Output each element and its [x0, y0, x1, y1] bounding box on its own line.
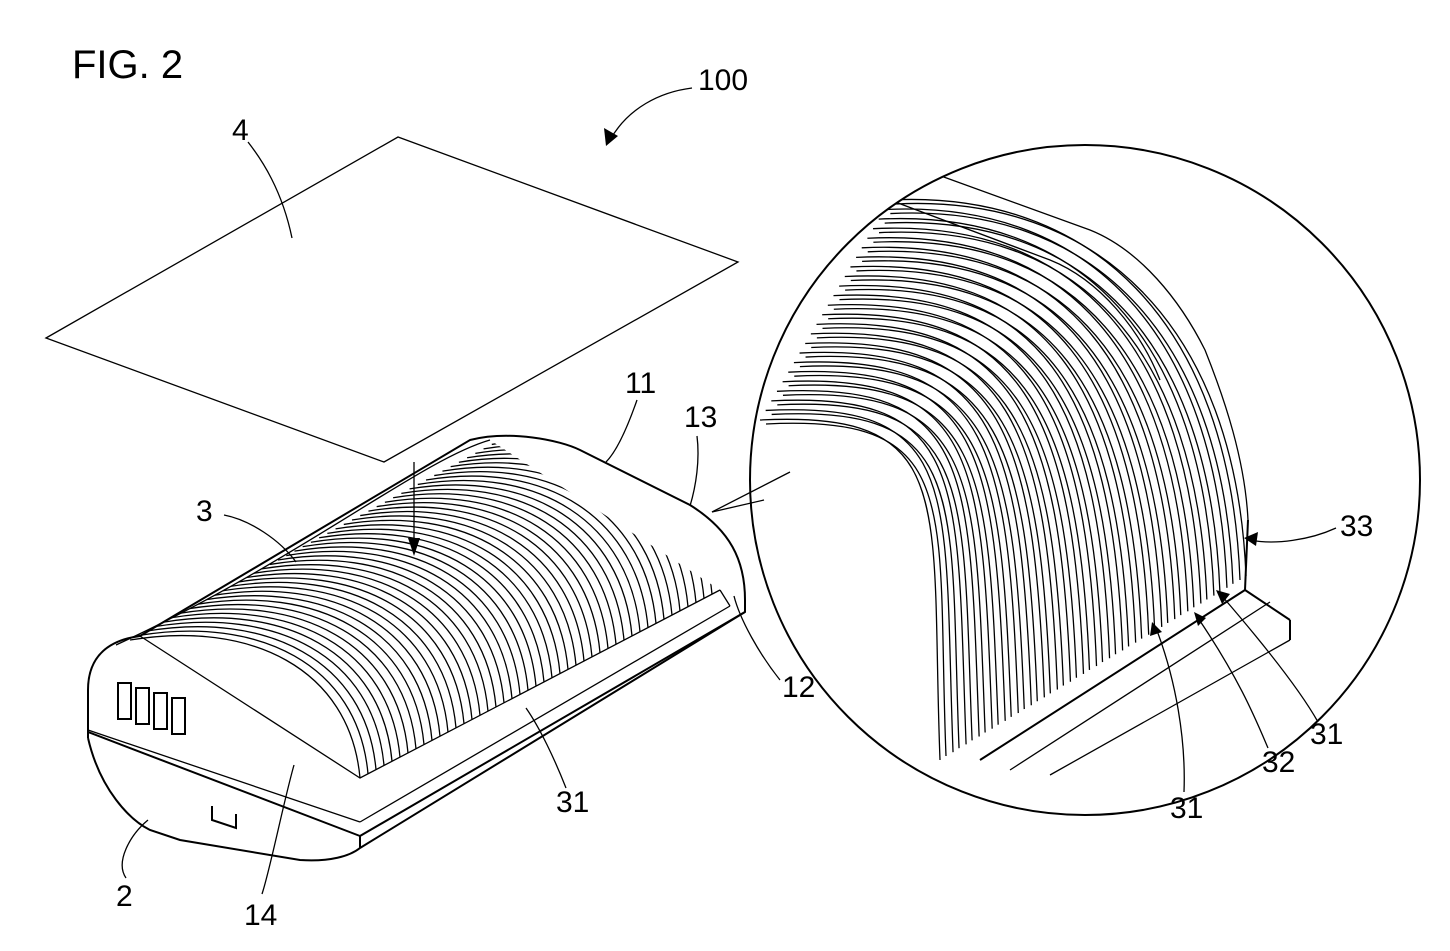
- detail-fin-line: [833, 295, 1109, 658]
- fin-line: [442, 467, 664, 619]
- label-31-main: 31: [556, 786, 589, 819]
- detail-fins: [760, 199, 1246, 760]
- assembly-callout: 100: [604, 64, 748, 146]
- label-100: 100: [698, 64, 748, 97]
- label-13: 13: [684, 401, 717, 434]
- leader-13: [690, 436, 698, 506]
- leader-14: [262, 765, 294, 894]
- leader-33: [1250, 528, 1336, 542]
- detail-fin-line-inner: [794, 375, 1011, 716]
- fin-line: [344, 520, 568, 669]
- fin-line: [303, 543, 528, 691]
- leader-4: [248, 142, 292, 238]
- fin-line: [459, 458, 680, 611]
- fin-line: [327, 529, 552, 677]
- fin-line: [410, 485, 632, 636]
- fin-line: [467, 454, 688, 607]
- terminal-slots: [118, 683, 185, 734]
- label-31-detail-a: 31: [1310, 718, 1343, 751]
- sheet-outline: [46, 137, 738, 462]
- leader-12: [734, 596, 780, 680]
- label-31-detail-b: 31: [1170, 792, 1203, 825]
- detail-fin-line: [856, 257, 1162, 627]
- label-3: 3: [196, 495, 213, 528]
- fin-line: [336, 525, 560, 674]
- fin-line: [418, 481, 640, 632]
- fin-line: [311, 538, 536, 686]
- detail-fin-line: [760, 419, 940, 760]
- side-inner-edge: [360, 606, 730, 822]
- detail-fin-line-inner: [817, 337, 1064, 685]
- leader-31-detail-b: [1156, 628, 1184, 792]
- detail-fin-line: [890, 199, 1240, 580]
- notch: [212, 806, 236, 828]
- fin-line: [319, 534, 544, 682]
- leader-2: [122, 820, 148, 878]
- label-32: 32: [1262, 746, 1295, 779]
- detail-fin-line-inner: [839, 299, 1115, 654]
- fin-line: [377, 503, 600, 653]
- end-face-top-edge: [88, 732, 360, 836]
- label-2: 2: [116, 880, 133, 913]
- fin-line: [286, 551, 512, 698]
- label-4: 4: [232, 114, 249, 147]
- fin-line: [385, 498, 608, 648]
- fin-line: [401, 489, 624, 640]
- sheet-4: 4: [46, 114, 738, 462]
- fin-line: [352, 516, 576, 665]
- fin-line: [426, 476, 648, 628]
- assembly-arrow-line: [610, 88, 692, 140]
- detail-fin-line-inner: [766, 423, 946, 756]
- fin-line: [368, 507, 592, 657]
- detail-fin-line-inner: [800, 366, 1024, 709]
- leader-11: [606, 400, 637, 462]
- label-12: 12: [782, 671, 815, 704]
- heat-sink-fins: [130, 436, 720, 778]
- leader-31-detail-a: [1222, 596, 1318, 722]
- label-33: 33: [1340, 510, 1373, 543]
- figure-title: FIG. 2: [72, 43, 183, 87]
- detail-view: 33 31 32 31: [750, 145, 1420, 825]
- fin-line: [360, 512, 584, 661]
- fin-line: [294, 547, 520, 694]
- label-11: 11: [625, 367, 656, 400]
- label-14: 14: [244, 899, 277, 932]
- detail-circle: [750, 145, 1420, 815]
- fin-line: [393, 494, 616, 645]
- fin-top-edge: [116, 440, 490, 645]
- fin-line: [434, 472, 656, 624]
- fin-line: [451, 463, 672, 615]
- battery-outline: [88, 436, 745, 848]
